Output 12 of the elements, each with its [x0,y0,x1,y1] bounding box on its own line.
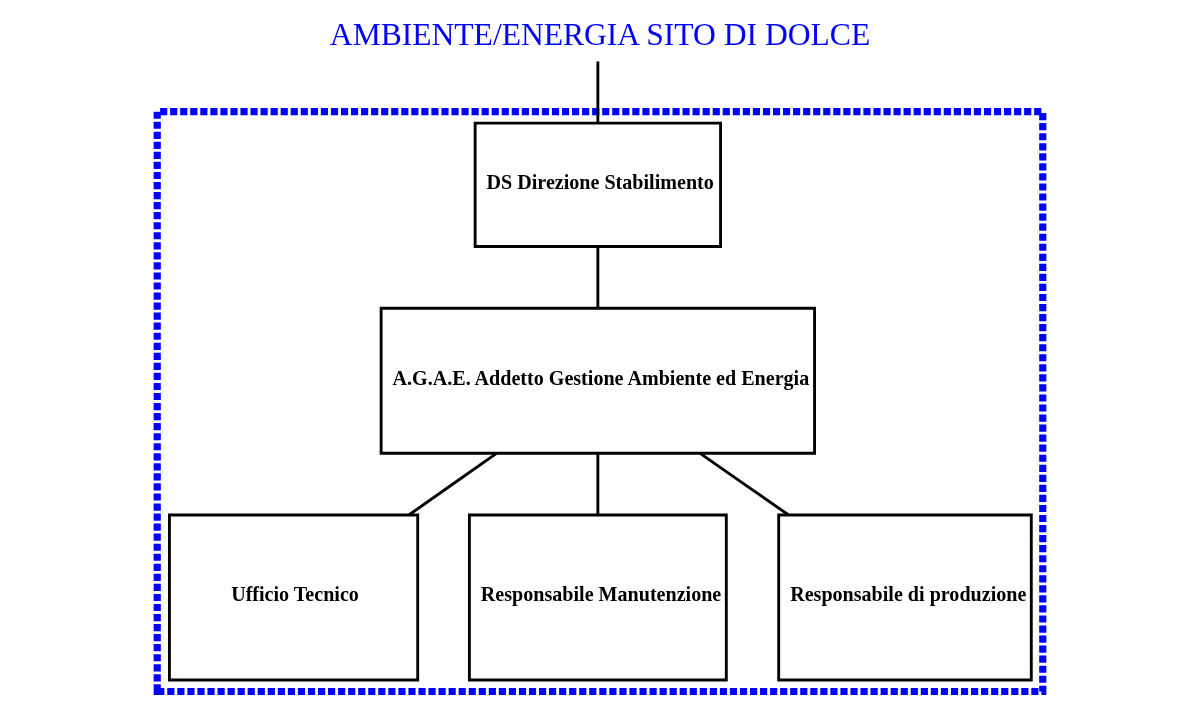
connector [596,453,600,515]
node-box: A.G.A.E. Addetto Gestione Ambiente ed Energia [379,306,816,455]
diagram-title: AMBIENTE/ENERGIA SITO DI DOLCE [329,17,871,53]
node-box: DS Direzione Stabilimento [473,121,722,248]
node-box: Responsabile Manutenzione [467,513,728,682]
node-box: Responsabile di produzione [777,513,1033,682]
connector [596,61,600,123]
node-box: Ufficio Tecnico [168,513,420,682]
connector [699,452,790,516]
connector [596,246,600,309]
connector [408,452,498,516]
cluster [153,108,1047,696]
